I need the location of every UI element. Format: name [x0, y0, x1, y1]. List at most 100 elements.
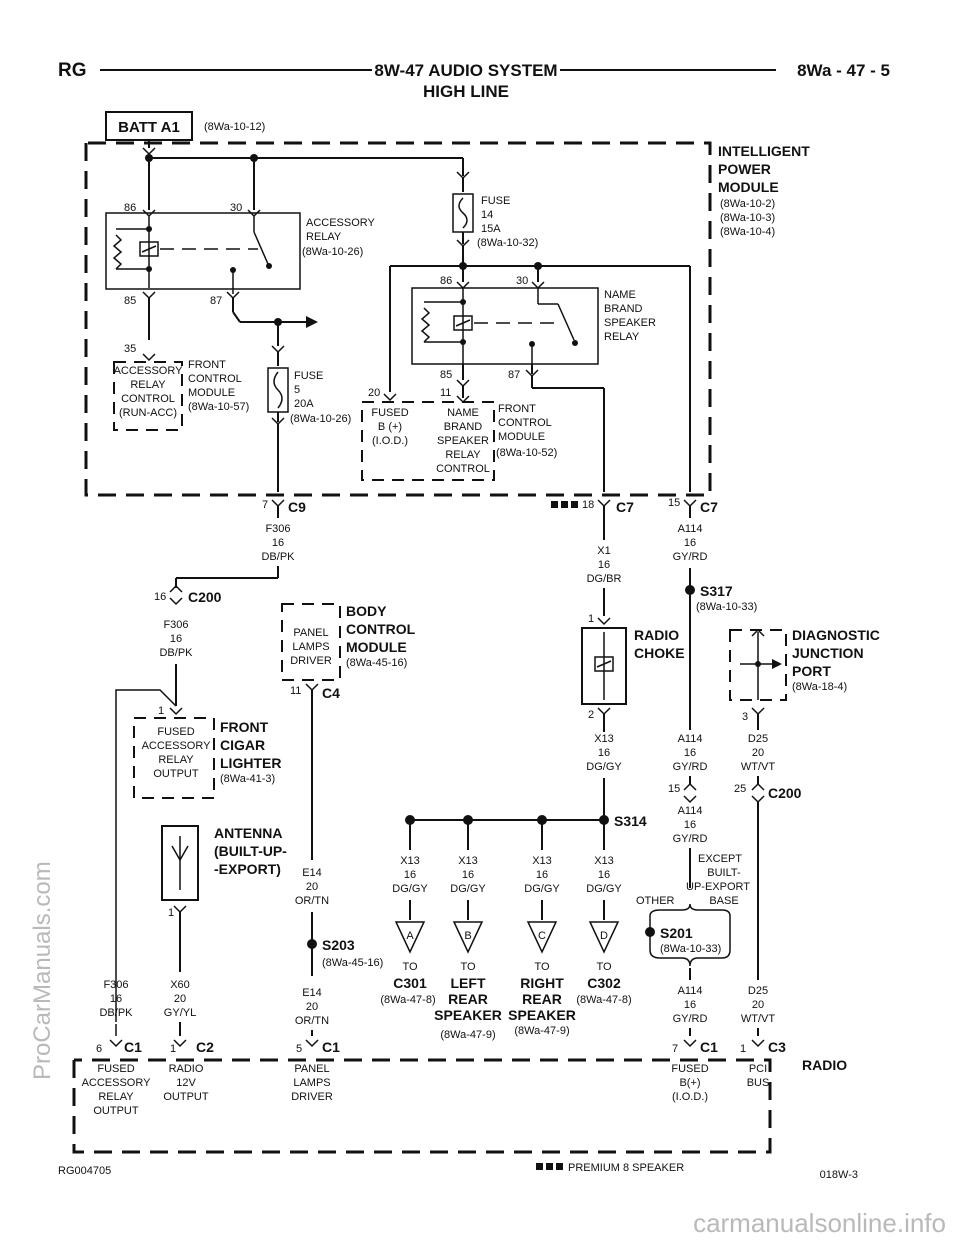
svg-text:(8Wa-10-26): (8Wa-10-26): [290, 413, 351, 425]
svg-text:OR/TN: OR/TN: [295, 1015, 329, 1027]
s317-ref: (8Wa-10-33): [696, 601, 757, 613]
svg-text:5: 5: [296, 1043, 302, 1055]
svg-text:DG/BR: DG/BR: [587, 573, 622, 585]
svg-text:LIGHTER: LIGHTER: [220, 755, 281, 771]
c7b-name: C7: [700, 499, 718, 515]
svg-text:85: 85: [124, 295, 136, 307]
wire-d25-low: D25 20 WT/VT: [741, 985, 775, 1025]
s201-splice: [645, 927, 655, 937]
c4-pin: 11: [290, 685, 301, 697]
svg-text:(8Wa-47-9): (8Wa-47-9): [440, 1029, 495, 1041]
svg-text:14: 14: [481, 209, 493, 221]
svg-text:87: 87: [210, 295, 222, 307]
svg-text:GY/YL: GY/YL: [164, 1007, 196, 1019]
svg-text:35: 35: [124, 343, 136, 355]
svg-text:BRAND: BRAND: [604, 303, 643, 315]
svg-text:PORT: PORT: [792, 663, 831, 679]
svg-text:(I.O.D.): (I.O.D.): [372, 435, 408, 447]
svg-text:16: 16: [684, 537, 696, 549]
svg-text:RADIO: RADIO: [169, 1063, 204, 1075]
svg-text:C3: C3: [768, 1039, 786, 1055]
svg-text:FUSED: FUSED: [97, 1063, 134, 1075]
svg-text:X13: X13: [400, 855, 420, 867]
svg-text:(8Wa-18-4): (8Wa-18-4): [792, 681, 847, 693]
svg-text:S201: S201: [660, 925, 693, 941]
svg-text:FRONT: FRONT: [188, 359, 226, 371]
svg-text:MODULE: MODULE: [498, 431, 545, 443]
svg-text:ACCESSORY: ACCESSORY: [142, 740, 212, 752]
svg-text:POWER: POWER: [718, 161, 771, 177]
header-left: RG: [58, 60, 87, 81]
svg-text:CONTROL: CONTROL: [188, 373, 242, 385]
wire-a114-top: A114 16 GY/RD: [673, 523, 708, 563]
page-header: RG 8W-47 AUDIO SYSTEM HIGH LINE 8Wa - 47…: [58, 60, 890, 101]
svg-text:DG/GY: DG/GY: [524, 883, 560, 895]
svg-text:DG/GY: DG/GY: [586, 761, 622, 773]
svg-text:16: 16: [598, 559, 610, 571]
svg-text:F306: F306: [163, 619, 188, 631]
svg-text:CIGAR: CIGAR: [220, 737, 265, 753]
svg-text:JUNCTION: JUNCTION: [792, 645, 864, 661]
svg-text:3: 3: [742, 711, 748, 723]
option-bracket: EXCEPT BUILT- UP-EXPORT BASE OTHER S201 …: [636, 853, 750, 967]
svg-text:X13: X13: [594, 733, 614, 745]
svg-text:GY/RD: GY/RD: [673, 761, 708, 773]
svg-text:RADIO: RADIO: [634, 627, 679, 643]
svg-text:(8Wa-10-2): (8Wa-10-2): [720, 198, 775, 210]
wire-a114-mid: A114 16 GY/RD: [673, 733, 708, 773]
svg-text:CHOKE: CHOKE: [634, 645, 685, 661]
svg-text:DRIVER: DRIVER: [290, 655, 332, 667]
svg-text:NAME: NAME: [447, 407, 479, 419]
c200a-name: C200: [188, 589, 222, 605]
svg-text:RELAY: RELAY: [306, 231, 342, 243]
svg-text:REAR: REAR: [522, 991, 562, 1007]
radio-title: RADIO: [802, 1057, 847, 1073]
svg-text:20A: 20A: [294, 398, 314, 410]
svg-text:F306: F306: [265, 523, 290, 535]
svg-text:TO: TO: [402, 961, 418, 973]
ipm-title: INTELLIGENT POWER MODULE (8Wa-10-2) (8Wa…: [718, 143, 810, 238]
svg-text:OUTPUT: OUTPUT: [93, 1105, 139, 1117]
svg-text:(8Wa-10-57): (8Wa-10-57): [188, 401, 249, 413]
svg-text:WT/VT: WT/VT: [741, 761, 775, 773]
c7b-pin: 15: [668, 497, 680, 509]
svg-text:MODULE: MODULE: [188, 387, 235, 399]
svg-text:C2: C2: [196, 1039, 214, 1055]
branch-d: X13 16 DG/GY D TO C302 (8Wa-47-8): [576, 855, 631, 1006]
radio-choke: 1 RADIO CHOKE 2: [581, 613, 685, 721]
svg-text:(8Wa-47-8): (8Wa-47-8): [576, 994, 631, 1006]
premium-8-speaker-symbol: [551, 501, 578, 508]
header-right: 8Wa - 47 - 5: [797, 61, 890, 80]
svg-text:(8Wa-47-9): (8Wa-47-9): [514, 1025, 569, 1037]
svg-text:C1: C1: [322, 1039, 340, 1055]
svg-text:RELAY: RELAY: [158, 754, 194, 766]
svg-text:F306: F306: [103, 979, 128, 991]
svg-text:LAMPS: LAMPS: [292, 641, 329, 653]
svg-text:FUSED: FUSED: [157, 726, 194, 738]
svg-text:FRONT: FRONT: [220, 719, 269, 735]
svg-text:C302: C302: [587, 975, 621, 991]
accessory-relay: 86 30 85 87 ACCESSORY RELAY (8Wa-10-26): [105, 202, 376, 307]
svg-text:(8Wa-45-16): (8Wa-45-16): [346, 657, 407, 669]
svg-text:B(+): B(+): [679, 1077, 700, 1089]
svg-text:BRAND: BRAND: [444, 421, 483, 433]
svg-text:B (+): B (+): [378, 421, 402, 433]
svg-text:BUS: BUS: [747, 1077, 770, 1089]
svg-text:DRIVER: DRIVER: [291, 1091, 333, 1103]
svg-text:FUSE: FUSE: [481, 195, 510, 207]
wire-x13-choke: X13 16 DG/GY: [586, 733, 622, 773]
svg-text:X13: X13: [594, 855, 614, 867]
svg-text:16: 16: [684, 747, 696, 759]
svg-text:(8Wa-10-26): (8Wa-10-26): [302, 246, 363, 258]
wire-e14-top: E14 20 OR/TN: [295, 867, 329, 907]
svg-text:(BUILT-UP-: (BUILT-UP-: [214, 843, 287, 859]
svg-text:20: 20: [752, 999, 764, 1011]
svg-text:(8Wa-10-4): (8Wa-10-4): [720, 226, 775, 238]
c7a-pin: 18: [582, 499, 594, 511]
radio-border: [72, 1058, 772, 1154]
svg-text:NAME: NAME: [604, 289, 636, 301]
svg-text:86: 86: [440, 275, 452, 287]
batt-ref: (8Wa-10-12): [204, 121, 265, 133]
svg-text:REAR: REAR: [448, 991, 488, 1007]
